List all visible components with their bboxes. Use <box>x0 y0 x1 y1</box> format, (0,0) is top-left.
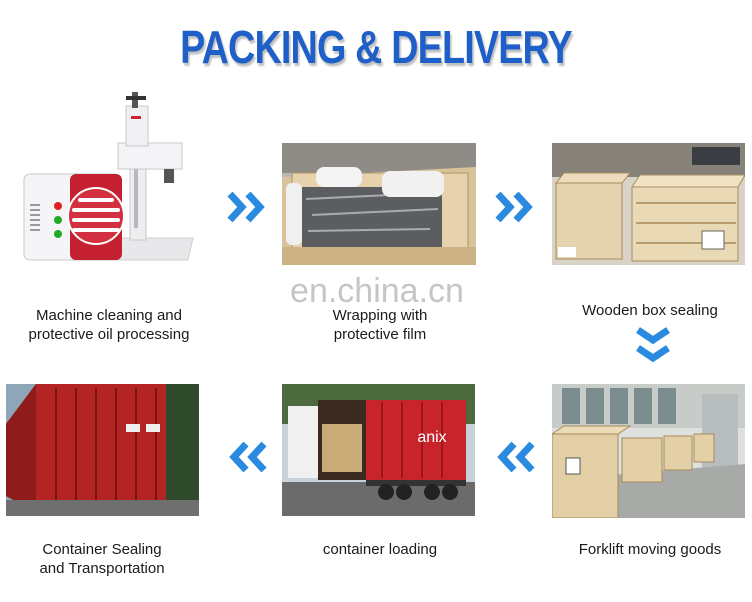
container-brand-text: anix <box>417 429 446 446</box>
caption-container-loading: container loading <box>322 541 438 558</box>
double-chevron-right-icon <box>494 190 536 224</box>
caption-forklift: Forklift moving goods <box>578 541 722 558</box>
truck-photo: anix <box>282 384 475 516</box>
double-chevron-left-icon <box>226 440 268 474</box>
wrapping-photo <box>282 143 476 265</box>
double-chevron-right-icon <box>226 190 268 224</box>
warehouse-photo <box>552 384 745 518</box>
caption-container-sealing: Container Sealing and Transportation <box>39 541 165 577</box>
wooden-box-photo <box>552 143 745 265</box>
double-chevron-down-icon <box>634 326 672 366</box>
caption-machine-cleaning: Machine cleaning and protective oil proc… <box>28 307 190 343</box>
container-photo <box>6 384 199 516</box>
machine-photo <box>18 88 198 266</box>
caption-wrapping: Wrapping with protective film <box>332 307 428 343</box>
double-chevron-left-icon <box>494 440 536 474</box>
caption-wooden-box: Wooden box sealing <box>582 302 718 319</box>
page-title: PACKING & DELIVERY <box>180 21 573 73</box>
